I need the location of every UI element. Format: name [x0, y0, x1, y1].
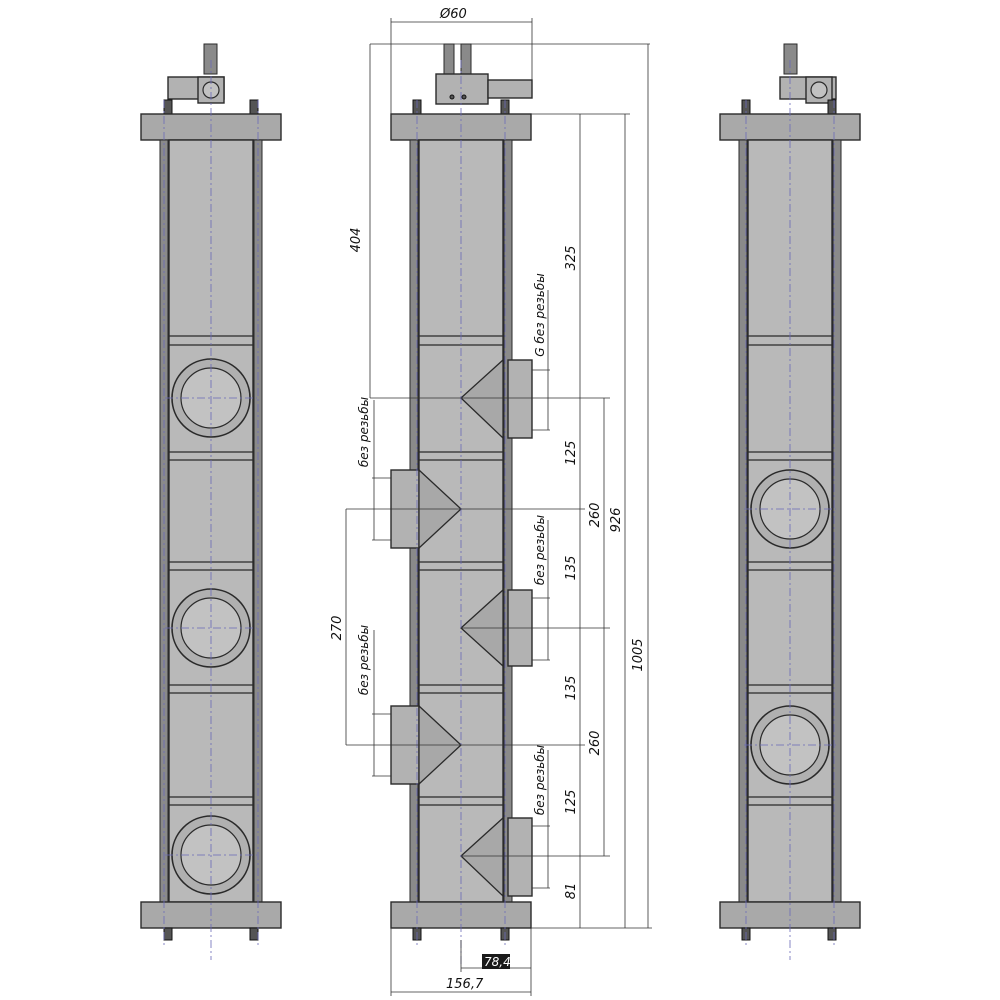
left-bottom-bolt-1 — [163, 927, 173, 941]
dim-325: 325 — [564, 246, 579, 271]
mid-cone-r3 — [460, 816, 504, 898]
left-top-bolt-2 — [249, 99, 259, 115]
right-bottom-bolt-2 — [827, 927, 837, 941]
dim-125-top: 125 — [564, 441, 579, 466]
left-valve-stem — [203, 43, 218, 75]
mid-right-port-3 — [507, 817, 533, 897]
mid-right-port-1 — [507, 359, 533, 439]
mid-valve-outlet — [487, 79, 533, 99]
note-left-bottom: без резьбы — [357, 625, 371, 695]
dim-260-bottom: 260 — [588, 731, 603, 756]
dim-270: 270 — [330, 616, 345, 641]
note-left-top: без резьбы — [357, 397, 371, 467]
dim-1005: 1005 — [631, 638, 646, 671]
dim-260-top: 260 — [588, 503, 603, 528]
left-view — [140, 43, 282, 960]
dim-78-box — [482, 954, 510, 969]
dim-404: 404 — [349, 228, 364, 253]
dim-135-b: 135 — [564, 676, 579, 701]
dim-diameter: Ø60 — [439, 7, 467, 22]
mid-valve-stem-2 — [460, 43, 472, 75]
right-valve-port-circle — [810, 81, 828, 99]
note-right-top: G без резьбы — [533, 273, 547, 356]
mid-valve-body — [435, 73, 489, 105]
right-view — [719, 43, 861, 960]
mid-cone-r1 — [460, 358, 504, 440]
dim-width-total: 156,7 — [446, 977, 484, 992]
dim-81: 81 — [564, 883, 579, 900]
right-valve-stem — [783, 43, 798, 75]
left-bottom-bolt-2 — [249, 927, 259, 941]
note-right-bottom: без резьбы — [533, 745, 547, 815]
right-valve-housing — [805, 76, 833, 104]
middle-view — [390, 43, 533, 965]
dim-125-bottom: 125 — [564, 790, 579, 815]
note-right-mid: без резьбы — [533, 515, 547, 585]
dim-926: 926 — [609, 508, 624, 533]
dimension-lines — [345, 18, 652, 996]
left-top-bolt-1 — [163, 99, 173, 115]
dim-width-half: 78,4 — [484, 955, 511, 969]
right-top-bolt-2 — [827, 99, 837, 115]
mid-valve-stem-1 — [443, 43, 455, 75]
dim-135-a: 135 — [564, 556, 579, 581]
